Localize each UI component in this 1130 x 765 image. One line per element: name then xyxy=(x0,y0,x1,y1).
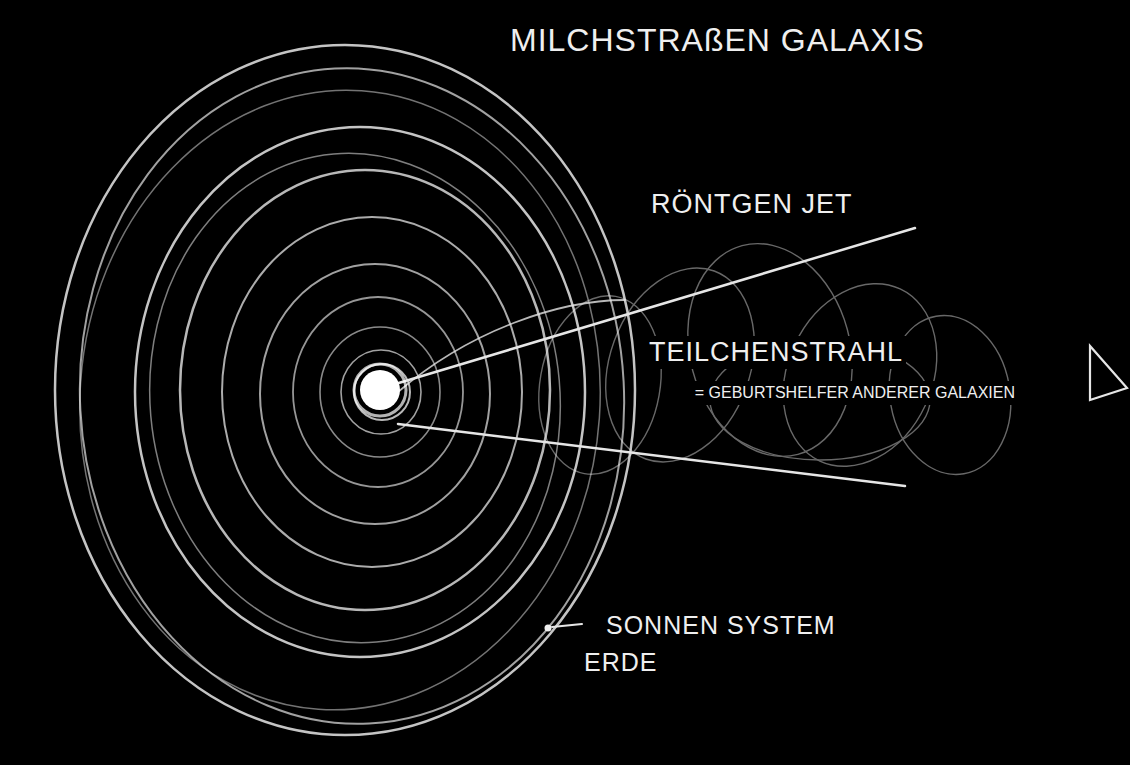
jet-label: RÖNTGEN JET xyxy=(648,188,856,221)
galaxy-ring xyxy=(341,350,421,434)
galaxy-ring xyxy=(55,45,635,735)
galaxy-ring xyxy=(129,136,580,660)
solar-system-dot xyxy=(545,625,552,632)
galaxy-ring xyxy=(293,297,463,487)
diagram-title: MILCHSTRAßEN GALAXIS xyxy=(510,22,925,59)
triangle-symbol xyxy=(1090,346,1127,400)
beam-note: = GEBURTSHELFER ANDERER GALAXIEN xyxy=(672,381,1018,405)
jet-line xyxy=(392,228,915,385)
galaxy-ring xyxy=(59,73,621,728)
galaxy-ring xyxy=(135,127,585,657)
galaxy-core-halo xyxy=(354,364,406,416)
galaxy-ring xyxy=(222,217,522,567)
jet-curve xyxy=(398,300,625,392)
leader-line xyxy=(552,624,582,627)
jet-line xyxy=(398,424,905,486)
galaxy-ring xyxy=(63,54,641,738)
beam-label: TEILCHENSTRAHL xyxy=(646,336,906,369)
galaxy-ring xyxy=(260,264,490,524)
solar-system-label: SONNEN SYSTEM xyxy=(606,611,836,640)
earth-label: ERDE xyxy=(584,648,657,677)
galaxy-ring xyxy=(180,170,550,610)
beam-loop xyxy=(525,286,674,484)
galaxy-ring xyxy=(354,364,410,420)
galaxy-ring xyxy=(320,327,440,457)
galaxy-core xyxy=(360,370,400,410)
